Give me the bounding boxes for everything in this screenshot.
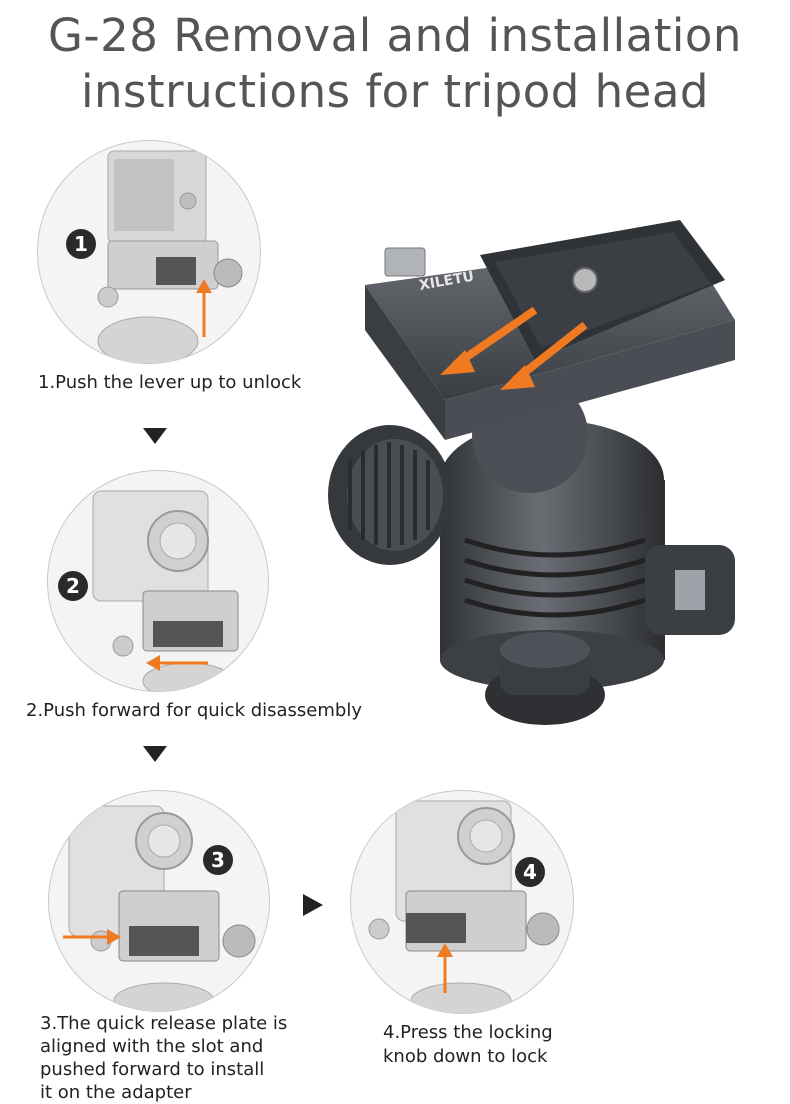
- page-title: G-28 Removal and installation instructio…: [0, 8, 790, 120]
- step-2-illustration: 2: [47, 470, 269, 692]
- step-1-illustration: 1: [37, 140, 261, 364]
- caption-line: 4.Press the locking: [383, 1022, 553, 1043]
- chevron-right-icon: [303, 894, 323, 916]
- title-line-2: instructions for tripod head: [81, 65, 709, 118]
- step-3-illustration: 3: [48, 790, 270, 1012]
- caption-line: it on the adapter: [40, 1082, 192, 1103]
- ball-head-illustration: XILETU: [328, 220, 735, 725]
- caption-line: 2.Push forward for quick disassembly: [26, 700, 362, 721]
- caption-line: 1.Push the lever up to unlock: [38, 372, 302, 393]
- caption-line: pushed forward to install: [40, 1059, 265, 1080]
- step-4-illustration: 4: [350, 790, 574, 1014]
- step-3-badge: 3: [203, 845, 233, 875]
- chevron-down-icon: [143, 428, 167, 444]
- title-line-1: G-28 Removal and installation: [48, 9, 742, 62]
- ball-head-product-image: XILETU: [315, 210, 755, 734]
- step-1-badge: 1: [66, 229, 96, 259]
- caption-line: aligned with the slot and: [40, 1036, 264, 1057]
- caption-line: knob down to lock: [383, 1046, 548, 1067]
- step-1-caption: 1.Push the lever up to unlock: [38, 372, 301, 394]
- step-3-caption: 3.The quick release plate is aligned wit…: [40, 1012, 287, 1104]
- caption-line: 3.The quick release plate is: [40, 1013, 288, 1034]
- step-2-caption: 2.Push forward for quick disassembly: [26, 700, 362, 722]
- step-4-badge: 4: [515, 857, 545, 887]
- step-4-caption: 4.Press the locking knob down to lock: [383, 1021, 553, 1069]
- chevron-down-icon: [143, 746, 167, 762]
- step-2-badge: 2: [58, 571, 88, 601]
